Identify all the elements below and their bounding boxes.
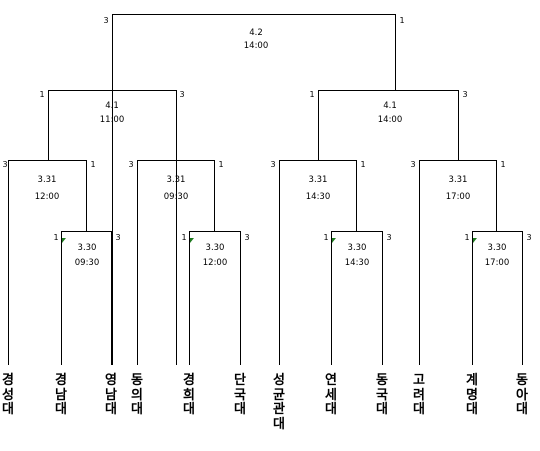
semifinal-1-bracket-line <box>48 90 177 365</box>
quarterfinal-2: 3 1 3.31 09:30 <box>128 160 224 365</box>
quarterfinal-4: 3 1 3.31 17:00 <box>410 160 506 365</box>
team-name: 고 려 대 <box>413 373 425 417</box>
first-round-4-score-right: 3 <box>526 233 531 242</box>
semifinal-2-bracket-line <box>318 90 459 160</box>
team-name: 단 국 대 <box>234 373 246 417</box>
first-round-2: 1 3 3.30 12:00 <box>181 231 250 365</box>
green-marker-icon <box>190 238 194 243</box>
quarterfinal-3-bracket-line <box>279 160 357 365</box>
first-round-1-bracket-line <box>61 231 112 365</box>
first-round-3-time: 14:30 <box>345 258 370 268</box>
quarterfinal-1-score-left: 3 <box>2 160 7 169</box>
team-name: 경 희 대 <box>183 373 195 417</box>
semifinal-2-score-left: 1 <box>309 90 314 99</box>
final-time: 14:00 <box>244 41 269 51</box>
first-round-2-score-left: 1 <box>181 233 186 242</box>
quarterfinal-2-date: 3.31 <box>167 175 186 185</box>
final-date: 4.2 <box>249 28 263 38</box>
quarterfinal-3-date: 3.31 <box>309 175 328 185</box>
first-round-3-date: 3.30 <box>348 243 367 253</box>
first-round-1-score-right: 3 <box>115 233 120 242</box>
team-name: 성 균 관 대 <box>273 373 285 432</box>
first-round-2-bracket-line <box>189 231 241 365</box>
final-score-left: 3 <box>103 16 108 25</box>
quarterfinal-2-bracket-line <box>137 160 215 365</box>
first-round-4-bracket-line <box>472 231 523 365</box>
first-round-4-time: 17:00 <box>485 258 510 268</box>
quarterfinal-2-score-left: 3 <box>128 160 133 169</box>
semifinal-2: 1 3 4.1 14:00 <box>309 90 468 160</box>
semifinal-2-date: 4.1 <box>383 101 397 111</box>
semifinal-2-time: 14:00 <box>378 115 403 125</box>
green-marker-icon <box>62 238 66 243</box>
quarterfinal-1-date: 3.31 <box>38 175 57 185</box>
first-round-3-score-right: 3 <box>386 233 391 242</box>
first-round-1-score-left: 1 <box>53 233 58 242</box>
first-round-2-score-right: 3 <box>244 233 249 242</box>
team-name: 경 성 대 <box>2 373 14 417</box>
quarterfinal-4-score-left: 3 <box>410 160 415 169</box>
quarterfinal-3-score-left: 3 <box>270 160 275 169</box>
team-name: 계 명 대 <box>466 373 478 417</box>
first-round-3-score-left: 1 <box>323 233 328 242</box>
final-score-right: 1 <box>399 16 404 25</box>
final-bracket-line <box>112 14 396 365</box>
semifinal-1-time: 11:00 <box>100 115 125 125</box>
semifinal-2-score-right: 3 <box>462 90 467 99</box>
first-round-3: 1 3 3.30 14:30 <box>323 231 392 365</box>
semifinal-1: 1 3 4.1 11:00 <box>39 90 185 365</box>
first-round-1: 1 3 3.30 09:30 <box>53 231 121 365</box>
team-name: 경 남 대 <box>55 373 67 417</box>
quarterfinal-3-score-right: 1 <box>360 160 365 169</box>
green-marker-icon <box>473 238 477 243</box>
team-name: 연 세 대 <box>325 373 337 417</box>
first-round-4-date: 3.30 <box>488 243 507 253</box>
quarterfinal-1-time: 12:00 <box>35 192 60 202</box>
team-name: 영 남 대 <box>105 373 117 417</box>
semifinal-1-score-left: 1 <box>39 90 44 99</box>
quarterfinal-1-score-right: 1 <box>90 160 95 169</box>
semifinal-1-date: 4.1 <box>105 101 119 111</box>
quarterfinal-4-time: 17:00 <box>446 192 471 202</box>
quarterfinal-4-date: 3.31 <box>449 175 468 185</box>
quarterfinal-3-time: 14:30 <box>306 192 331 202</box>
first-round-1-time: 09:30 <box>75 258 100 268</box>
quarterfinal-1: 3 1 3.31 12:00 <box>2 160 96 365</box>
quarterfinal-2-score-right: 1 <box>218 160 223 169</box>
first-round-1-date: 3.30 <box>78 243 97 253</box>
quarterfinal-4-score-right: 1 <box>500 160 505 169</box>
final-match: 3 1 4.2 14:00 <box>103 14 405 365</box>
first-round-4: 1 3 3.30 17:00 <box>464 231 532 365</box>
first-round-2-date: 3.30 <box>206 243 225 253</box>
first-round-3-bracket-line <box>331 231 383 365</box>
quarterfinal-3: 3 1 3.31 14:30 <box>270 160 366 365</box>
team-name: 동 의 대 <box>131 373 143 417</box>
quarterfinal-2-time: 09:30 <box>164 192 189 202</box>
team-name: 동 아 대 <box>516 373 528 417</box>
team-name: 동 국 대 <box>376 373 388 417</box>
quarterfinal-4-bracket-line <box>419 160 497 365</box>
first-round-4-score-left: 1 <box>464 233 469 242</box>
semifinal-1-score-right: 3 <box>179 90 184 99</box>
green-marker-icon <box>332 238 336 243</box>
quarterfinal-1-bracket-line <box>8 160 87 365</box>
first-round-2-time: 12:00 <box>203 258 228 268</box>
